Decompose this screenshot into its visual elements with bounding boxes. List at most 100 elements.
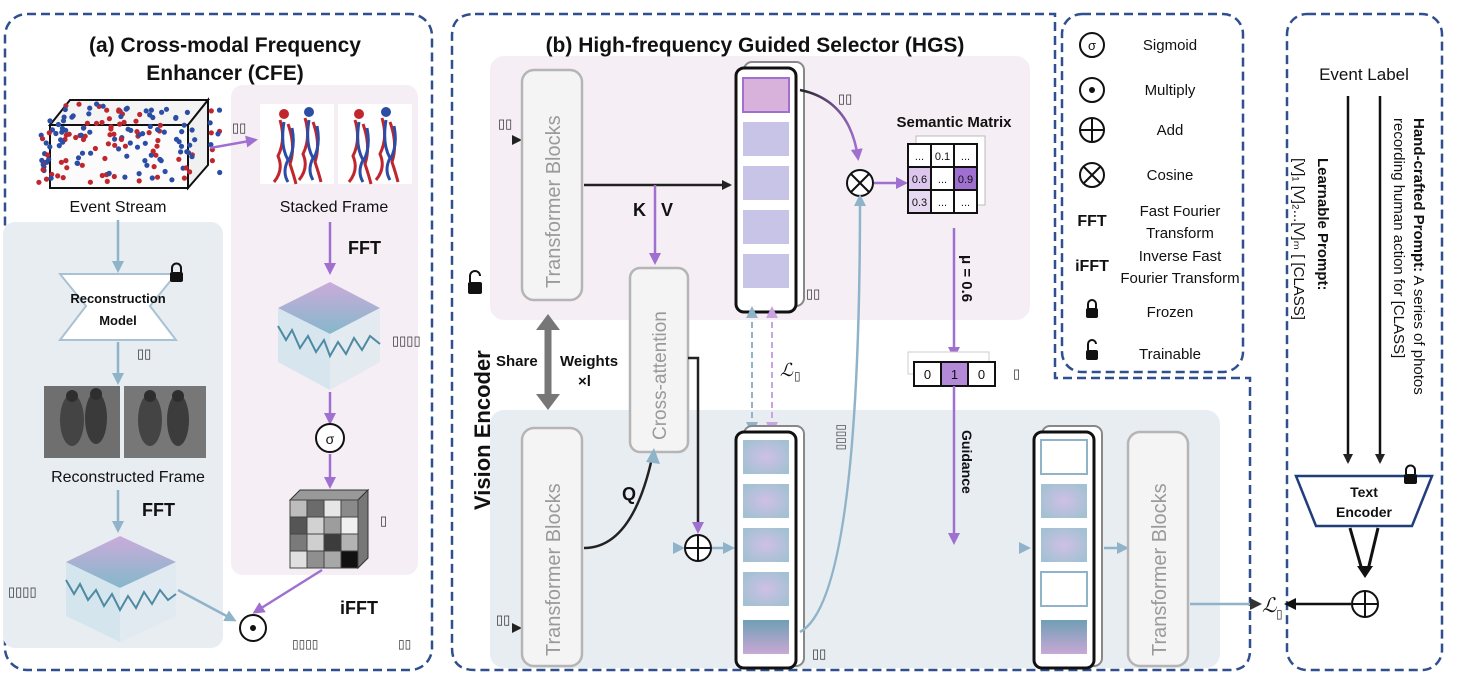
event-dot — [150, 114, 156, 121]
vision-encoder-label: Vision Encoder — [470, 350, 495, 510]
event-dot — [56, 143, 62, 149]
semantic-matrix-value: ... — [938, 197, 947, 209]
event-dot — [121, 119, 127, 125]
semantic-matrix-value: ... — [938, 174, 947, 186]
event-dot — [84, 120, 90, 126]
event-dot — [55, 173, 61, 179]
event-dot — [178, 143, 185, 149]
event-dot — [147, 123, 153, 130]
hgs-panel-border — [450, 12, 1252, 672]
mask-cell — [340, 533, 359, 552]
mask-cell — [289, 550, 308, 569]
event-dot — [117, 121, 123, 127]
event-dot — [150, 148, 156, 154]
lock-icon — [170, 262, 183, 282]
frame-input-symbol: ▯▯ — [496, 612, 510, 627]
event-dot — [45, 152, 51, 158]
legend-label-2: Transform — [1146, 225, 1214, 242]
event-dot — [137, 111, 143, 118]
event-dot — [74, 160, 80, 166]
mask-cell — [323, 533, 342, 552]
event-dot — [125, 126, 131, 132]
event-dot — [208, 142, 214, 148]
event-dot — [43, 140, 49, 146]
unlock-icon-vision-encoder — [468, 270, 482, 294]
event-dot — [116, 107, 122, 113]
event-dot — [75, 155, 82, 161]
event-dot — [154, 174, 161, 180]
event-dot — [44, 159, 50, 165]
transformer-blocks-top — [520, 68, 584, 302]
mask-cell — [323, 499, 342, 518]
event-dot — [123, 106, 129, 112]
event-dot — [181, 122, 187, 128]
transformer-blocks-top-label: Transformer Blocks — [543, 115, 565, 288]
spectrum-symbol-bottom: ▯▯▯▯ — [8, 584, 37, 599]
stacked-figure-head — [381, 107, 391, 117]
dashed-head-blue-up — [746, 306, 758, 318]
event-dot — [43, 176, 50, 182]
event-dot — [104, 178, 110, 184]
encoder-out-left — [1348, 527, 1364, 571]
arrow-text-to-loss-head — [1284, 598, 1296, 610]
selection-mask-value: 0 — [924, 367, 931, 382]
reconstructed-frame-label: Reconstructed Frame — [51, 469, 205, 486]
event-dot — [136, 178, 142, 184]
event-dot — [94, 101, 100, 107]
semantic-matrix-value: 0.9 — [958, 174, 973, 186]
selection-mask-cell — [967, 361, 996, 387]
event-dot — [148, 152, 154, 158]
lock-icon — [1086, 308, 1098, 318]
event-dot — [111, 173, 117, 180]
event-dot — [105, 141, 111, 147]
transformer-blocks-bottom-label: Transformer Blocks — [543, 483, 565, 656]
event-dot — [134, 144, 141, 150]
event-dot — [184, 149, 190, 155]
event-dot — [47, 118, 53, 124]
spectrum-symbol-top: ▯▯▯▯ — [392, 333, 421, 348]
event-dot — [93, 120, 100, 126]
event-dot — [184, 109, 190, 115]
event-dot — [143, 108, 149, 114]
event-dot — [76, 101, 82, 107]
selection-mask-cell — [940, 361, 969, 387]
event-dot — [181, 175, 187, 181]
event-dot — [39, 157, 45, 163]
event-dot — [40, 167, 46, 173]
event-dot — [102, 155, 108, 162]
event-dot — [39, 136, 46, 142]
event-dot — [99, 119, 105, 126]
event-dot — [70, 113, 76, 119]
semantic-matrix-cell — [953, 189, 978, 214]
event-dot — [183, 165, 189, 171]
event-dot — [140, 131, 146, 137]
fft-label-top: FFT — [348, 238, 381, 258]
event-dot — [82, 133, 88, 139]
event-dot — [66, 131, 72, 137]
mask-cell — [340, 516, 359, 535]
event-dot — [47, 144, 53, 150]
event-dot — [48, 175, 54, 181]
event-dot — [53, 130, 59, 137]
event-stream-cube — [36, 97, 223, 191]
frame-token-column — [734, 425, 805, 670]
transformer-blocks-bottom — [520, 426, 584, 668]
event-dot — [159, 109, 165, 115]
legend-label: Frozen — [1147, 304, 1194, 321]
event-dot — [162, 168, 168, 175]
weights-label: Weights — [560, 353, 618, 370]
event-dot — [99, 172, 105, 179]
svg-text:Hand-crafted Prompt: A series: Hand-crafted Prompt: A series of photos — [1410, 118, 1427, 395]
event-dot — [217, 169, 223, 176]
lock-icon-text-encoder — [1404, 464, 1417, 484]
mask-cell — [340, 550, 359, 569]
mu-label: μ = 0.6 — [958, 255, 975, 302]
dashed-head-purple-up — [766, 306, 778, 318]
learnable-prompt-bold: Learnable Prompt: — [1314, 158, 1331, 291]
stacked-frame-label: Stacked Frame — [280, 199, 389, 216]
frame-cls-head — [854, 194, 866, 206]
v-label: V — [661, 200, 673, 220]
semantic-matrix-value: ... — [915, 151, 924, 163]
